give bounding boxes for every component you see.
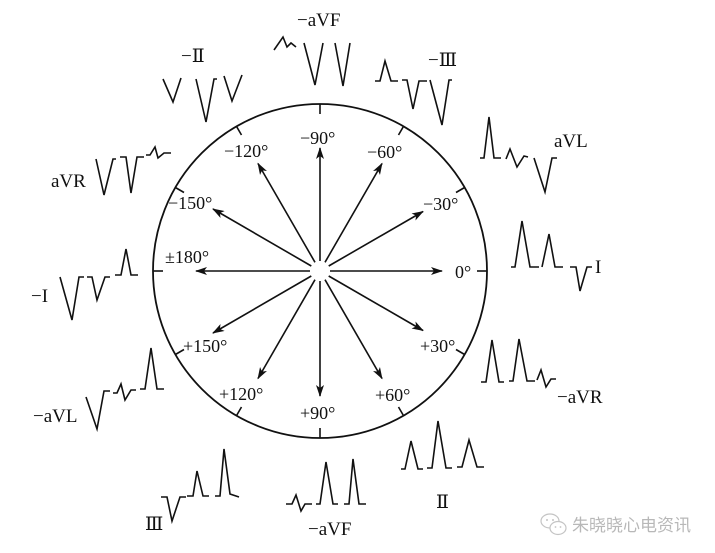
lead-III: Ⅲ <box>145 448 240 535</box>
lead-neg-aVR: −aVR <box>481 338 603 408</box>
angle-label-plus150: +150° <box>183 336 227 356</box>
svg-text:I: I <box>595 257 601 278</box>
svg-text:Ⅲ: Ⅲ <box>145 514 163 535</box>
arrow-plus30 <box>328 275 424 332</box>
angle-label-minus120: −120° <box>224 141 268 161</box>
svg-text:aVL: aVL <box>554 131 588 152</box>
waveform-neg-aVR <box>481 338 556 389</box>
waveform-neg-III <box>375 57 452 126</box>
lead-II: Ⅱ <box>401 420 484 513</box>
svg-text:−aVR: −aVR <box>557 387 603 408</box>
angle-label-plus30: +30° <box>420 336 455 356</box>
svg-text:Ⅱ: Ⅱ <box>436 492 449 513</box>
lead-neg-I: −I <box>31 248 138 321</box>
angle-label-minus60: −60° <box>367 142 402 162</box>
arrow-plus150 <box>212 275 312 334</box>
svg-text:−Ⅲ: −Ⅲ <box>428 50 457 71</box>
waveform-I <box>511 220 592 292</box>
angle-label-plus90: +90° <box>300 403 335 423</box>
lead-neg-aVF-top: −aVF <box>273 10 351 87</box>
angle-label-minus30: −30° <box>423 194 458 214</box>
wechat-icon <box>540 513 567 536</box>
waveform-neg-aVF-top <box>273 35 351 87</box>
circle-ticks <box>153 104 487 438</box>
arrow-plus120 <box>257 279 316 380</box>
lead-neg-II: −Ⅱ <box>162 46 243 123</box>
angle-label-minus90: −90° <box>300 128 335 148</box>
arrow-plus60 <box>324 279 383 380</box>
waveform-aVR <box>95 145 171 196</box>
arrow-minus120 <box>257 162 316 263</box>
svg-text:aVR: aVR <box>51 171 86 192</box>
waveform-neg-aVF-bottom <box>286 458 366 513</box>
svg-text:−Ⅱ: −Ⅱ <box>181 46 205 67</box>
lead-neg-aVL: −aVL <box>33 347 164 433</box>
svg-text:朱晓晓心电资讯: 朱晓晓心电资讯 <box>572 516 691 536</box>
waveform-neg-aVL <box>85 347 164 433</box>
svg-text:−aVF: −aVF <box>308 519 351 540</box>
angle-label-plus60: +60° <box>375 385 410 405</box>
watermark: 朱晓晓心电资讯 <box>540 513 691 536</box>
waveform-III <box>161 448 240 525</box>
svg-text:−I: −I <box>31 286 48 307</box>
angle-label-plus120: +120° <box>219 384 263 404</box>
lead-I: I <box>511 220 601 292</box>
arrow-minus150 <box>212 208 312 267</box>
arrow-minus30 <box>328 210 424 267</box>
angle-label-0: 0° <box>455 262 471 282</box>
lead-aVR: aVR <box>51 145 171 196</box>
waveform-neg-I <box>59 248 138 321</box>
angle-label-180: ±180° <box>165 247 209 267</box>
svg-text:−aVF: −aVF <box>297 10 340 31</box>
arrow-minus60 <box>324 162 383 263</box>
lead-aVL: aVL <box>480 116 588 196</box>
lead-neg-III: −Ⅲ <box>375 50 457 126</box>
waveform-II <box>401 420 484 470</box>
lead-neg-aVF-bottom: −aVF <box>286 458 366 540</box>
waveform-neg-II <box>162 74 243 123</box>
axis-arrows <box>195 147 443 397</box>
angle-label-minus150: −150° <box>168 193 212 213</box>
svg-text:−aVL: −aVL <box>33 406 77 427</box>
waveform-aVL <box>480 116 557 196</box>
angle-labels: 0° −30° −60° −90° −120° −150° ±180° +150… <box>165 128 471 423</box>
